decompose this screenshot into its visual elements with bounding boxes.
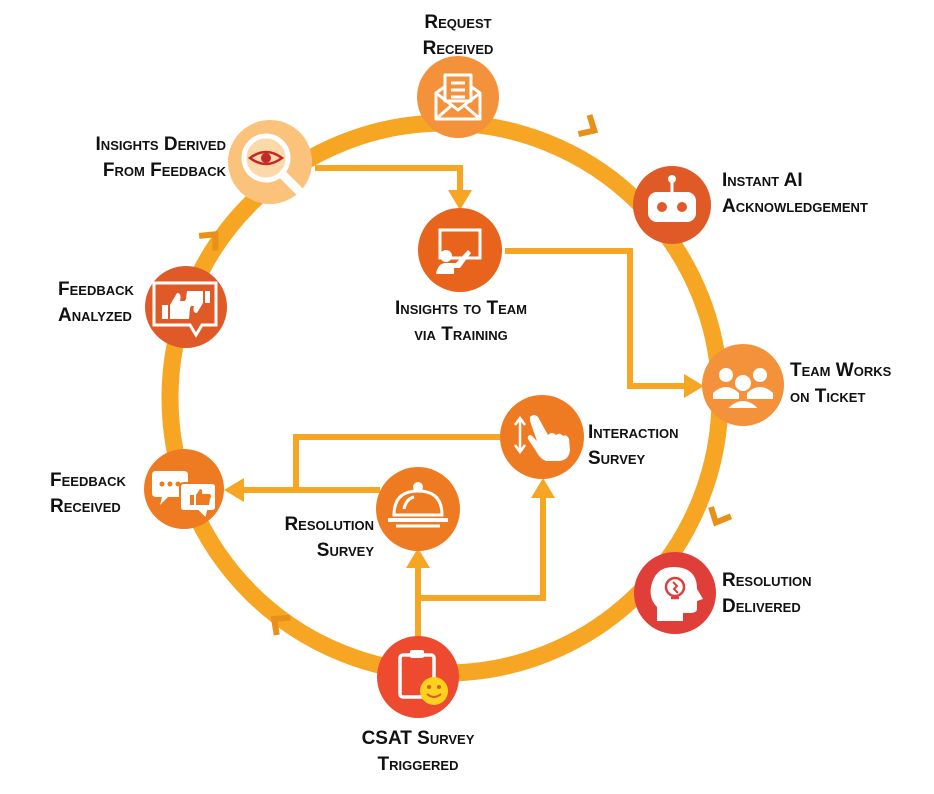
label-interaction-survey: Interaction Survey (588, 420, 679, 472)
label-line-1: Resolution (284, 514, 374, 535)
label-line-1: Feedback (50, 470, 126, 491)
node-resolution-survey (376, 467, 460, 551)
team-icon (713, 368, 773, 410)
ring-arrow-bottom-left (270, 614, 291, 636)
label-feedback-received: Feedback Received (50, 468, 126, 520)
node-csat-triggered (377, 636, 459, 718)
label-line-1: Insights to Team (395, 298, 527, 319)
lightbulb-head-icon (650, 567, 703, 621)
connector-surveys-to-feedback (224, 434, 500, 502)
label-instant-ai: Instant AI Acknowledgement (722, 168, 868, 220)
thumbs-compare-icon (152, 281, 218, 338)
connector-csat-to-interaction-survey (418, 478, 555, 601)
label-line-1: Insights Derived (95, 134, 226, 155)
label-line-2: Triggered (377, 754, 459, 775)
label-line-2: on Ticket (790, 386, 866, 407)
node-insights-derived (228, 120, 312, 204)
robot-icon (648, 175, 696, 222)
label-resolution-survey: Resolution Survey (240, 512, 374, 564)
magnifier-eye-icon (241, 133, 309, 201)
label-line-1: Feedback (58, 279, 134, 300)
label-line-1: Resolution (722, 570, 812, 591)
node-request-received (417, 56, 499, 138)
label-insights-derived: Insights Derived From Feedback (36, 132, 226, 184)
node-team-works (702, 344, 784, 426)
label-line-2: Received (50, 496, 121, 517)
label-line-1: Request (424, 12, 492, 33)
connector-csat-to-resolution-survey (406, 548, 430, 640)
connector-insights-to-training (315, 165, 472, 210)
label-line-2: Received (422, 38, 494, 59)
label-request-received: Request Received (398, 10, 518, 62)
ring-arrow-upper-left (198, 230, 219, 251)
label-insights-training: Insights to Team via Training (366, 296, 556, 348)
chat-thumbsup-icon (152, 471, 217, 521)
node-feedback-analyzed (145, 266, 227, 348)
label-resolution-delivered: Resolution Delivered (722, 568, 812, 620)
label-line-2: Survey (588, 448, 646, 469)
envelope-icon (434, 73, 482, 121)
label-line-2: Delivered (722, 596, 801, 617)
label-line-1: CSAT Survey (361, 728, 475, 749)
node-feedback-received (144, 449, 224, 529)
node-instant-ai (633, 166, 711, 244)
node-insights-training (418, 208, 502, 292)
label-line-2: Analyzed (58, 305, 132, 326)
cloche-icon (388, 482, 448, 528)
node-interaction-survey (500, 395, 584, 479)
label-line-1: Interaction (588, 422, 679, 443)
clipboard-smiley-icon (398, 650, 448, 705)
label-feedback-analyzed: Feedback Analyzed (58, 277, 134, 329)
label-csat-triggered: CSAT Survey Triggered (328, 726, 508, 778)
presentation-icon (436, 228, 482, 274)
label-line-1: Team Works (790, 360, 892, 381)
ring-arrow-top-right (577, 114, 599, 137)
label-line-1: Instant AI (722, 170, 803, 191)
label-line-2: Survey (316, 540, 374, 561)
label-line-2: From Feedback (102, 160, 226, 181)
label-line-2: via Training (414, 324, 508, 345)
ring-arrow-right-lower (708, 506, 733, 527)
connector-training-to-team (505, 248, 704, 398)
touch-hand-icon (513, 415, 570, 461)
label-line-2: Acknowledgement (722, 196, 868, 217)
node-resolution-delivered (634, 552, 716, 634)
label-team-works: Team Works on Ticket (790, 358, 891, 410)
